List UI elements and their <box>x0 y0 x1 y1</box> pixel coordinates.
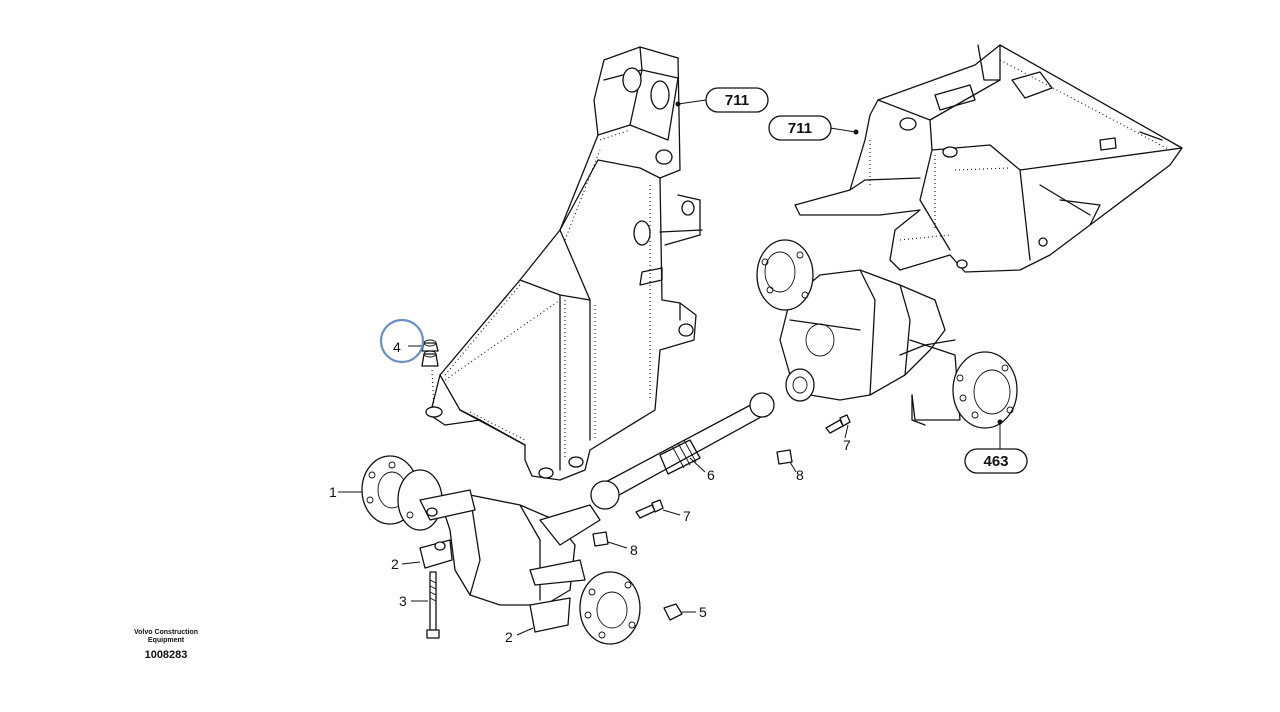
part-label-3[interactable]: 3 <box>399 593 407 609</box>
document-number: 1008283 <box>144 649 188 661</box>
part-leaders <box>338 345 849 636</box>
selection-highlight-ring <box>379 318 425 364</box>
part-label-1[interactable]: 1 <box>329 484 337 500</box>
part-label-4[interactable]: 4 <box>393 339 401 355</box>
callout-463-text: 463 <box>983 453 1008 470</box>
brand-line-2: Equipment <box>147 637 185 644</box>
part-label-8-rear[interactable]: 8 <box>796 467 804 483</box>
rear-frame-drawing <box>794 44 1183 273</box>
callout-463[interactable]: 463 <box>964 448 1028 474</box>
brand-line-1: Volvo Construction <box>133 629 199 636</box>
callout-711-right-text: 711 <box>788 120 812 137</box>
nut-8-drawing <box>592 449 793 547</box>
callout-711-right[interactable]: 711 <box>768 115 832 141</box>
part-label-5[interactable]: 5 <box>699 604 707 620</box>
part-label-8-front[interactable]: 8 <box>630 542 638 558</box>
rear-axle-drawing <box>756 239 1018 429</box>
part-label-7-rear[interactable]: 7 <box>843 437 851 453</box>
bolt-3-drawing <box>426 571 440 639</box>
part-label-7-front[interactable]: 7 <box>683 508 691 524</box>
part-label-2-upper[interactable]: 2 <box>391 556 399 572</box>
front-axle-drawing <box>361 455 641 645</box>
front-frame-drawing <box>425 46 703 481</box>
callout-711-left[interactable]: 711 <box>705 87 769 113</box>
callout-711-left-text: 711 <box>725 92 749 109</box>
nut-5-drawing <box>663 603 683 621</box>
part-labels: 1 2 3 4 5 6 7 8 7 8 2 <box>329 339 851 645</box>
part-label-6[interactable]: 6 <box>707 467 715 483</box>
drive-shaft-drawing <box>590 392 775 510</box>
callout-leaders <box>675 99 1003 450</box>
part-label-2-lower[interactable]: 2 <box>505 629 513 645</box>
bolt-7-drawing <box>635 414 851 519</box>
footer-block: Volvo Construction Equipment 1008283 <box>118 629 214 661</box>
